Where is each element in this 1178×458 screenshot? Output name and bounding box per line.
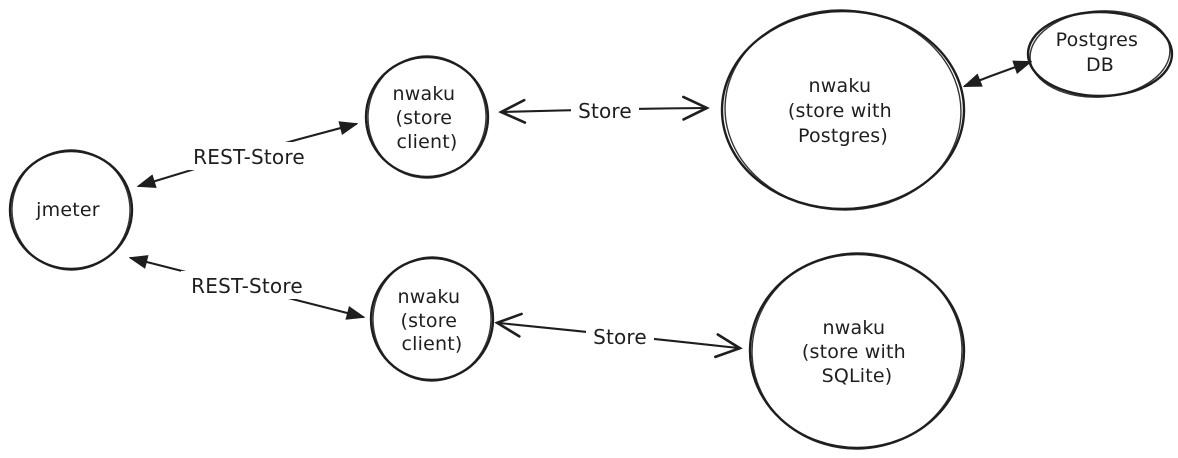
nwaku-store-postgres-label: nwaku (store with Postgres) [788, 75, 898, 147]
jmeter-circle-sketch [11, 149, 131, 271]
rest-store-top-label: REST-Store [193, 145, 305, 169]
rest-store-top-label-bg [183, 142, 315, 170]
store-bottom-label: Store [593, 325, 647, 349]
node-postgres-db: Postgres DB [1026, 10, 1174, 98]
nwaku-store-sqlite-circle [748, 252, 966, 450]
postgres-db-ellipse-sketch [1029, 10, 1171, 98]
store-top-label: Store [578, 99, 632, 123]
edge-postgres-db-link [965, 62, 1030, 88]
store-bottom-label-bg [586, 325, 654, 350]
nwaku-store-client-bottom-label: nwaku (store client) [398, 286, 467, 355]
nwaku-store-sqlite-circle-sketch [751, 252, 963, 450]
edge-store-bottom: Store [499, 323, 738, 350]
nwaku-store-client-top-circle [364, 55, 490, 179]
node-jmeter: jmeter [8, 149, 134, 271]
node-nwaku-store-sqlite: nwaku (store with SQLite) [748, 252, 966, 450]
edge-rest-store-bottom: REST-Store [131, 258, 363, 317]
node-nwaku-store-client-top: nwaku (store client) [364, 55, 490, 179]
nwaku-store-sqlite-label: nwaku (store with SQLite) [802, 317, 912, 387]
nwaku-store-postgres-circle-sketch [724, 9, 962, 211]
nwaku-store-client-bottom-circle [369, 256, 495, 382]
rest-store-bottom-label: REST-Store [191, 274, 303, 298]
postgres-db-label: Postgres DB [1056, 29, 1145, 76]
node-nwaku-store-client-bottom: nwaku (store client) [369, 256, 495, 382]
node-nwaku-store-postgres: nwaku (store with Postgres) [720, 9, 966, 211]
nwaku-store-client-top-circle-sketch [367, 55, 487, 179]
store-top-label-bg [571, 99, 639, 124]
nwaku-store-client-bottom-circle-sketch [372, 256, 492, 382]
nwaku-store-postgres-circle [720, 9, 966, 211]
edge-store-top: Store [503, 99, 705, 124]
nwaku-store-client-top-label: nwaku (store client) [393, 83, 462, 153]
jmeter-circle [8, 149, 134, 271]
postgres-db-ellipse [1026, 10, 1174, 98]
postgres-db-link-arrow [965, 62, 1030, 88]
rest-store-bottom-label-bg [181, 271, 313, 299]
edge-rest-store-top: REST-Store [139, 124, 356, 186]
jmeter-label: jmeter [35, 199, 100, 221]
